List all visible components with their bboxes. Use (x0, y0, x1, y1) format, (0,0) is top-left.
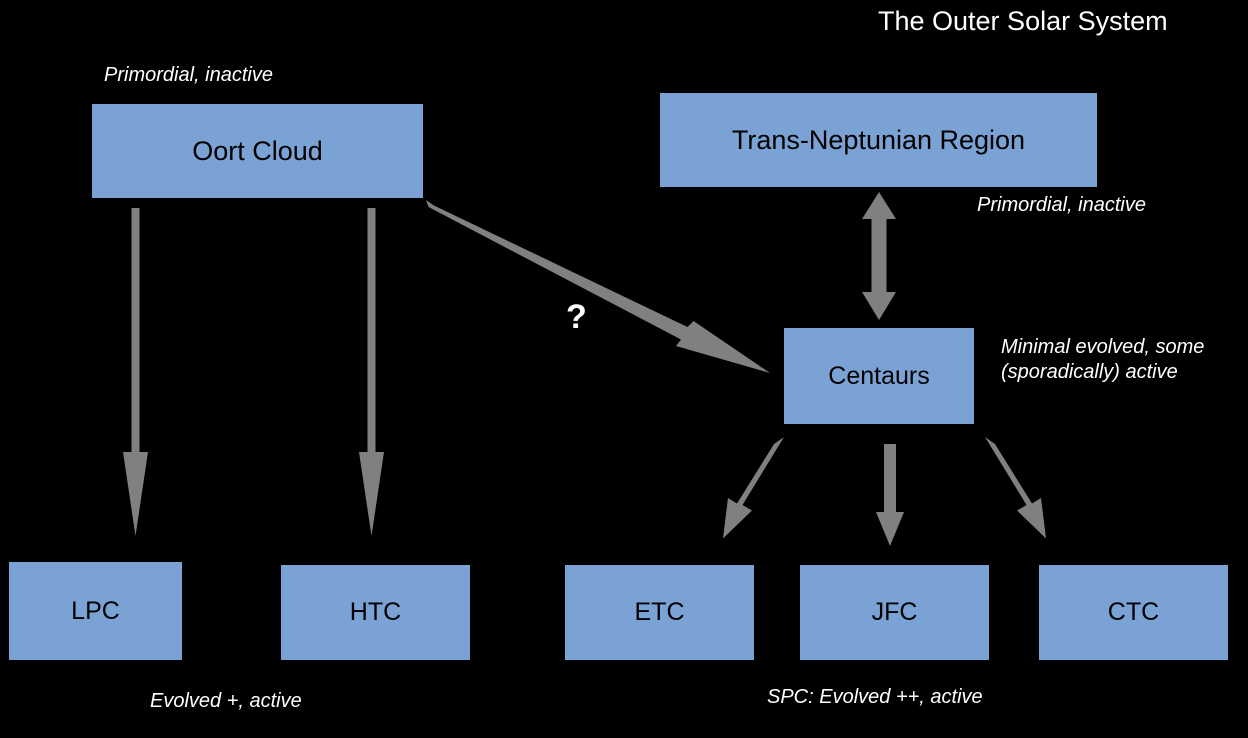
node-label-jfc: JFC (871, 598, 918, 626)
node-etc[interactable]: ETC (565, 565, 754, 660)
node-label-centaurs: Centaurs (828, 361, 930, 390)
arrow-centaurs-to-etc (723, 437, 784, 539)
annotation-trans-neptunian-region: Primordial, inactive (977, 194, 1146, 216)
node-oort-cloud[interactable]: Oort Cloud (92, 104, 423, 198)
arrow-oort-to-lpc (123, 208, 148, 536)
node-htc[interactable]: HTC (281, 565, 470, 660)
arrow-tnr-centaurs-double (862, 192, 896, 320)
node-ctc[interactable]: CTC (1039, 565, 1228, 660)
arrow-centaurs-to-jfc (876, 444, 904, 546)
page-title: The Outer Solar System (878, 6, 1168, 36)
annotation-centaurs-line-2: (sporadically) active (1001, 361, 1178, 383)
node-label-etc: ETC (634, 598, 685, 626)
node-lpc[interactable]: LPC (9, 562, 182, 660)
annotation-centaurs-line-1: Minimal evolved, some (1001, 336, 1205, 358)
node-centaurs[interactable]: Centaurs (784, 328, 974, 424)
arrow-oort-to-htc (359, 208, 384, 536)
annotation-lpc-htc: Evolved +, active (150, 690, 302, 712)
node-jfc[interactable]: JFC (800, 565, 989, 660)
annotation-spc: SPC: Evolved ++, active (767, 686, 983, 708)
node-label-htc: HTC (349, 598, 402, 626)
arrow-centaurs-to-ctc (985, 437, 1046, 539)
annotation-oort-cloud: Primordial, inactive (104, 64, 273, 86)
node-trans-neptunian-region[interactable]: Trans-Neptunian Region (660, 93, 1097, 187)
arrow-oort-to-centaurs (426, 200, 770, 373)
node-label-lpc: LPC (71, 596, 120, 625)
node-label-oort-cloud: Oort Cloud (192, 135, 323, 166)
node-label-ctc: CTC (1107, 598, 1160, 626)
node-label-trans-neptunian-region: Trans-Neptunian Region (731, 124, 1026, 155)
edge-label-question-mark: ? (566, 298, 587, 336)
